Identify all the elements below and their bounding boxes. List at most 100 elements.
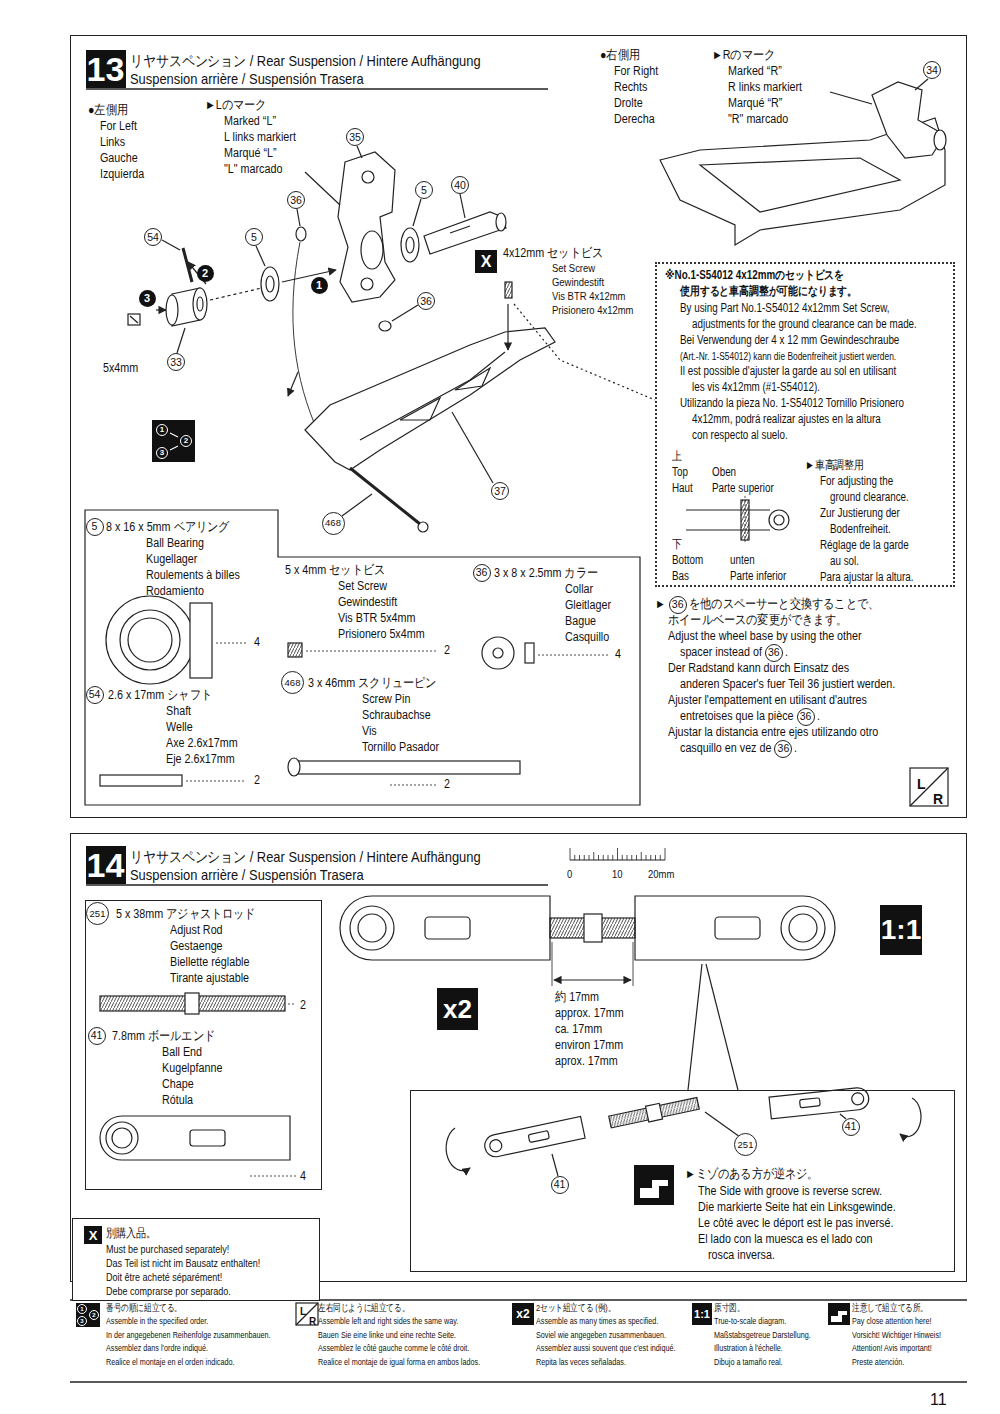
illustration-line — [288, 1004, 296, 1005]
instruction-text: Illustration à l'échelle. — [714, 1343, 783, 1353]
illustration-line — [342, 494, 372, 516]
instruction-text: Haut — [672, 482, 693, 494]
instruction-text: Parte inferior — [730, 570, 786, 582]
illustration-ellipse — [197, 297, 203, 311]
illustration-line — [552, 1154, 558, 1176]
illustration-line — [86, 884, 548, 886]
illustration-rect — [185, 993, 199, 1014]
illustration-line — [305, 172, 340, 205]
callout-number: 54 — [144, 228, 162, 246]
instruction-text: Eje 2.6x17mm — [166, 753, 235, 766]
instruction-text: Adjust Rod — [170, 924, 223, 937]
instruction-text: 4 — [254, 636, 260, 649]
illustration-line — [915, 79, 928, 90]
callout-number: 36 — [417, 292, 435, 310]
instruction-text: Oben — [712, 466, 736, 478]
illustration-rect — [715, 917, 760, 939]
illustration-ellipse — [296, 227, 306, 241]
instruction-text: 5 x 4mm セットビス — [285, 564, 385, 577]
illustration-rect — [528, 1131, 549, 1143]
instruction-text: Axe 2.6x17mm — [166, 737, 238, 750]
instruction-text: 4 — [615, 648, 621, 661]
illustration-ellipse — [401, 228, 419, 262]
callout-number: 36 — [797, 708, 815, 726]
instruction-text: Izquierda — [100, 168, 144, 181]
instruction-text: casquillo en vez de — [680, 742, 771, 755]
illustration-rect — [828, 1303, 850, 1325]
illustration-ellipse — [266, 276, 274, 292]
illustration-path — [514, 304, 655, 400]
illustration-rect — [297, 761, 520, 774]
illustration-line — [705, 1112, 740, 1137]
instruction-text: Assemble in the specified order. — [106, 1316, 208, 1326]
instruction-text: 10 — [612, 869, 623, 880]
instruction-text: environ 17mm — [555, 1039, 623, 1052]
instruction-text: R — [933, 792, 943, 806]
note-box: ※No.1-S54012 4x12mmのセットビスを使用すると車高調整が可能にな… — [655, 262, 955, 588]
instruction-text: ►Lのマーク — [205, 99, 266, 112]
instruction-text: Shaft — [166, 705, 191, 718]
instruction-text: Top — [672, 466, 688, 478]
instruction-text: . — [785, 646, 788, 659]
instruction-text: Marqué “R” — [728, 97, 782, 110]
instruction-text: 番号の順に組立てる。 — [106, 1303, 182, 1313]
instruction-text: R links markiert — [728, 81, 802, 94]
instruction-text: Le côté avec le déport est le pas invers… — [698, 1217, 893, 1230]
instruction-text: Must be purchased separately! — [106, 1244, 229, 1255]
illustration-circle — [781, 906, 825, 950]
illustration-line — [633, 942, 634, 986]
illustration-line — [162, 240, 180, 250]
order-icon-number: 2 — [89, 1310, 99, 1320]
illustration-line — [170, 433, 178, 437]
illustration-rect — [910, 768, 948, 806]
illustration-path — [872, 82, 945, 158]
illustration-line — [186, 781, 246, 782]
illustration-g — [483, 1116, 585, 1158]
illustration-line — [840, 1114, 846, 1119]
instruction-text: Prisionero 5x4mm — [338, 628, 425, 641]
instruction-text: True-to-scale diagram. — [714, 1316, 786, 1326]
instruction-text: . — [817, 710, 820, 723]
instruction-text: リヤサスペンション / Rear Suspension / Hintere Au… — [130, 849, 481, 864]
illustration-line — [210, 288, 262, 300]
instruction-text: Ajustar la distancia entre ejes utilizan… — [668, 726, 878, 739]
instruction-text: L — [917, 777, 926, 791]
instruction-text: 7.8mm ボールエンド — [112, 1030, 215, 1043]
illustration-circle — [489, 1139, 503, 1153]
illustration-g — [70, 79, 967, 1382]
instruction-text: spacer instead of — [680, 646, 762, 659]
instruction-text: Marked “L” — [224, 115, 276, 128]
instruction-text: Schraubachse — [362, 709, 431, 722]
illustration-rect — [190, 603, 212, 678]
instruction-text: 2 — [300, 999, 306, 1012]
illustration-path — [338, 152, 395, 302]
instruction-text: Dibujo a tamaño real. — [714, 1357, 783, 1367]
instruction-text: Il est possible d'ajuster la garde au so… — [680, 365, 896, 377]
order-icon-number: 1 — [77, 1304, 87, 1314]
instruction-text: Rótula — [162, 1094, 193, 1107]
illustration-path — [483, 1116, 585, 1158]
instruction-text: Debe comprarse por separado. — [106, 1286, 231, 1297]
instruction-text: Ball End — [162, 1046, 202, 1059]
instruction-text: For Left — [100, 120, 137, 133]
illustration-line — [460, 194, 465, 218]
instruction-text: 2 — [444, 644, 450, 657]
instruction-text: approx. 17mm — [555, 1007, 624, 1020]
illustration-line — [170, 446, 178, 450]
instruction-text: Realice el montaje en el orden indicado. — [106, 1357, 234, 1367]
instruction-text: 約 17mm — [555, 991, 599, 1004]
illustration-line — [686, 529, 770, 530]
instruction-text: Set Screw — [338, 580, 387, 593]
parts-list-box: 2515 x 38mm アジャストロッドAdjust RodGestaengeB… — [85, 900, 322, 1190]
icon-label: x2 — [512, 1303, 534, 1325]
order-icon-number: 3 — [77, 1316, 87, 1326]
instruction-text: Bodenfreiheit. — [830, 523, 891, 535]
instruction-text: 左右同じように組立てる。 — [318, 1303, 409, 1313]
instruction-text: Set Screw — [552, 263, 595, 274]
instruction-text: Gewindestift — [552, 277, 604, 288]
illustration-circle — [128, 618, 172, 662]
instruction-text: Roulements à billes — [146, 569, 240, 582]
order-icon-number: 3 — [156, 447, 168, 459]
instruction-text: In der angegebenen Reihenfolge zusammenb… — [106, 1330, 271, 1340]
